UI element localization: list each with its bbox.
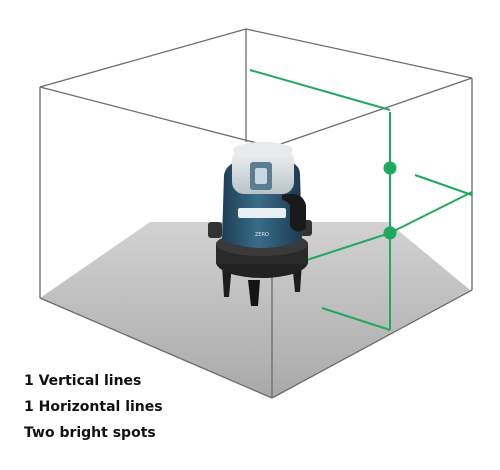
brand-badge: ZERO [255, 232, 269, 238]
floor-laser-line [321, 307, 391, 331]
feature-list: 1 Vertical lines 1 Horizontal lines Two … [24, 368, 163, 446]
feature-horizontal-lines: 1 Horizontal lines [24, 399, 163, 415]
feature-bright-spots: Two bright spots [24, 425, 156, 441]
side-knob [208, 222, 222, 238]
bright-spot-lower [383, 226, 397, 240]
floor [40, 222, 470, 398]
device-handle [282, 193, 306, 232]
back-wall-laser-line [249, 69, 391, 111]
feature-vertical-lines: 1 Vertical lines [24, 373, 142, 389]
laser-level-device: ZERO [208, 142, 312, 306]
bright-spot-upper [383, 161, 397, 175]
control-panel [238, 208, 286, 218]
tripod-leg [248, 280, 260, 306]
right-wall-laser-line [414, 174, 473, 196]
